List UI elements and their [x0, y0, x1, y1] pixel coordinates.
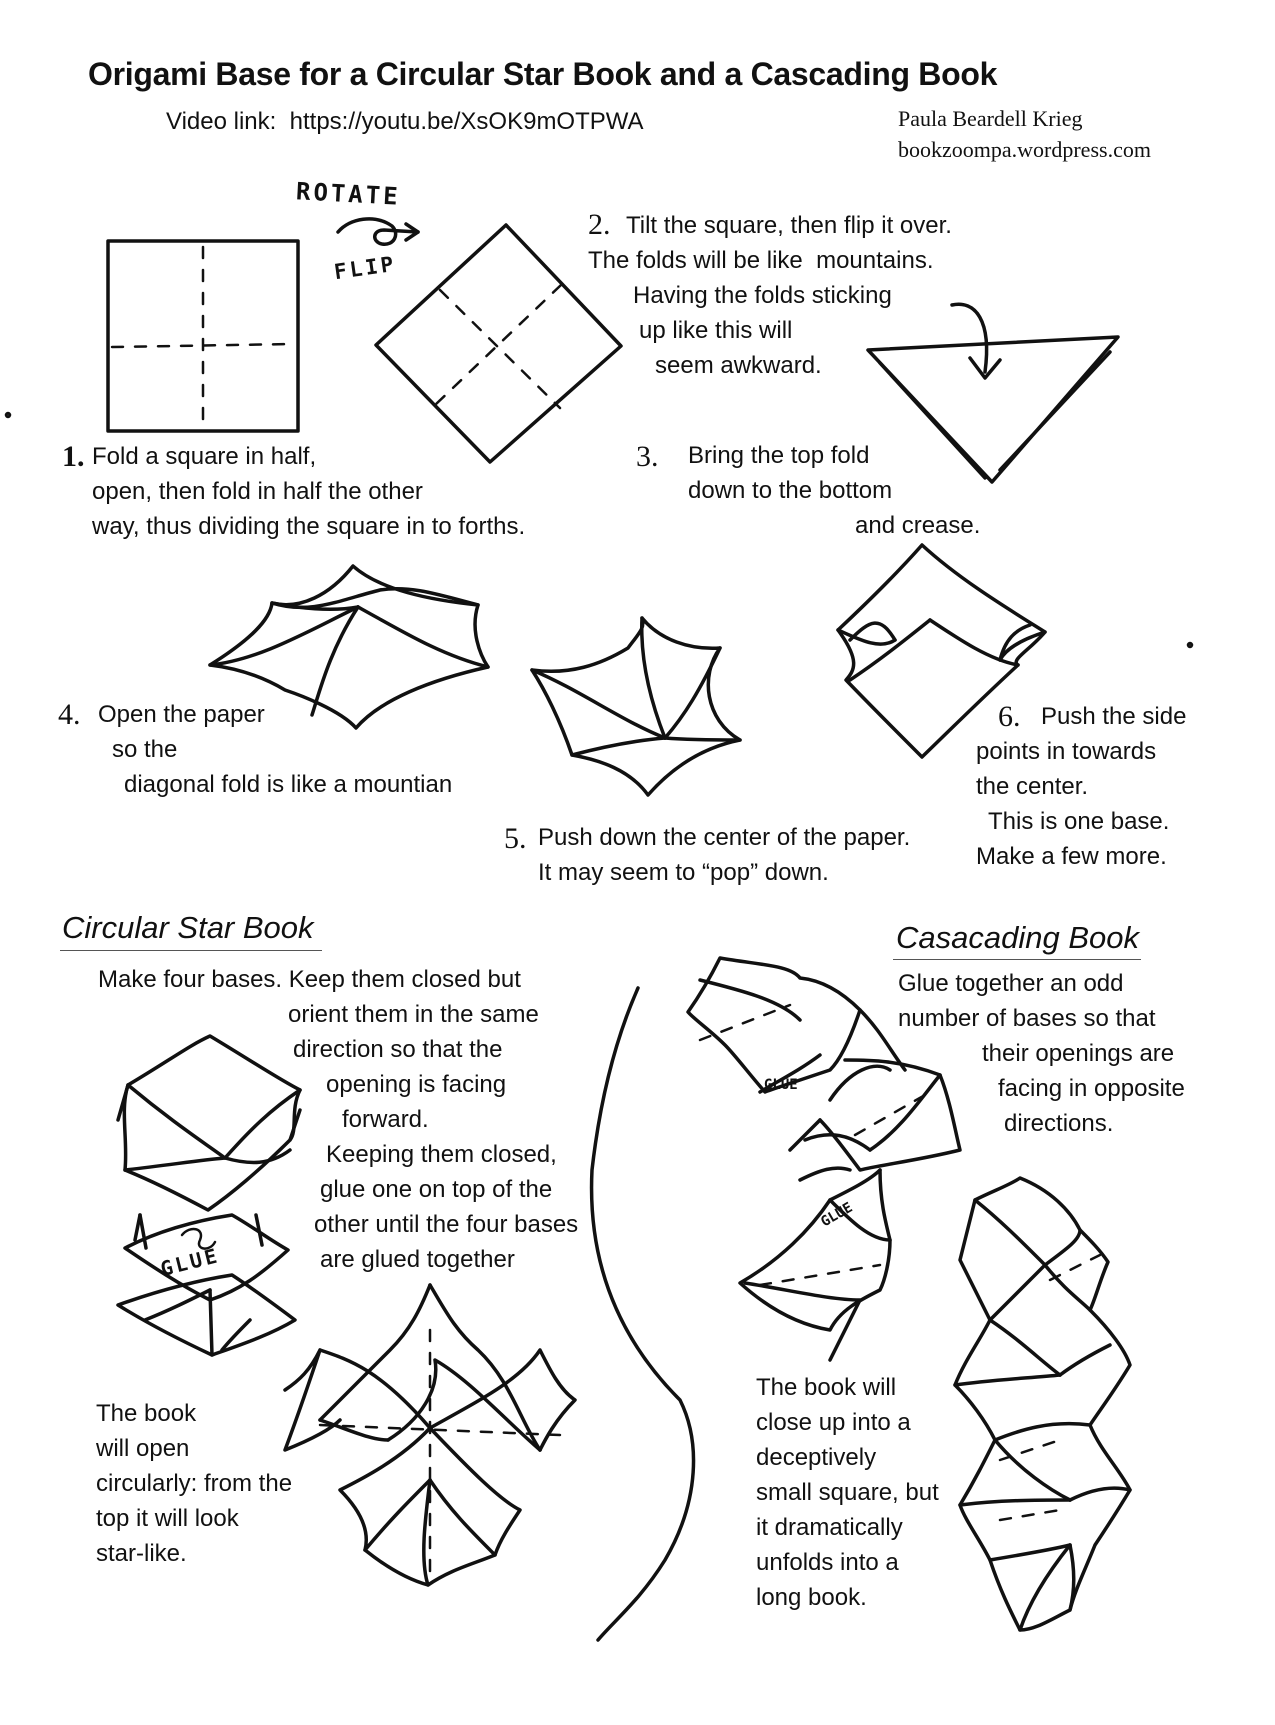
step3-line2: down to the bottom: [688, 477, 893, 504]
circular-intro-line4: opening is facing: [326, 1071, 507, 1098]
circular-outro-line1: The book: [96, 1400, 197, 1427]
cascading-chain-lower: [738, 1166, 892, 1362]
step5-line2: It may seem to “pop” down.: [538, 859, 829, 886]
step2-line3: Having the folds sticking: [633, 282, 892, 309]
step6-line4: This is one base.: [988, 808, 1170, 835]
step6-line1: Push the side: [1041, 703, 1187, 730]
step1-line1: Fold a square in half,: [92, 443, 317, 470]
step4-open-paper-diagram: [208, 564, 490, 730]
step1-line3: way, thus dividing the square in to fort…: [92, 513, 526, 540]
cascading-glue-label-1: GLUE: [764, 1077, 798, 1093]
step4-number: 4.: [58, 698, 81, 731]
circular-intro-line1: Make four bases. Keep them closed but: [98, 966, 521, 993]
rotate-flip-arrow-icon: [336, 217, 420, 246]
step3-line3: and crease.: [855, 512, 981, 539]
step3-number: 3.: [636, 440, 659, 473]
step1-number: 1.: [62, 440, 85, 473]
step2-line1: Tilt the square, then flip it over.: [626, 212, 952, 239]
step5-line1: Push down the center of the paper.: [538, 824, 911, 851]
cascading-intro-line2: number of bases so that: [898, 1005, 1156, 1032]
cascading-intro-line1: Glue together an odd: [898, 970, 1124, 997]
cascading-outro-line1: The book will: [756, 1374, 897, 1401]
video-link[interactable]: Video link: https://youtu.be/XsOK9mOTPWA: [166, 108, 644, 135]
circular-intro-line5: forward.: [342, 1106, 429, 1133]
circular-star-diagram: [283, 1283, 577, 1587]
cascading-outro-line3: deceptively: [756, 1444, 877, 1471]
circular-intro-line7: glue one on top of the: [320, 1176, 553, 1203]
cascading-outro-line7: long book.: [756, 1584, 867, 1611]
step2-line2: The folds will be like mountains.: [588, 247, 934, 274]
circular-intro-line9: are glued together: [320, 1246, 515, 1273]
step3-triangle-diagram: [866, 302, 1120, 484]
circular-outro-line2: will open: [96, 1435, 190, 1462]
step4-line2: so the: [112, 736, 178, 763]
circular-outro-line5: star-like.: [96, 1540, 187, 1567]
ink-dot: [1186, 641, 1194, 649]
cascading-outro-line2: close up into a: [756, 1409, 911, 1436]
cascading-intro-line4: facing in opposite: [998, 1075, 1185, 1102]
circular-intro-line3: direction so that the: [293, 1036, 503, 1063]
step6-line2: points in towards: [976, 738, 1157, 765]
cascading-chain-upper: [686, 956, 962, 1172]
cascading-intro-line5: directions.: [1004, 1110, 1114, 1137]
cascading-outro-line6: unfolds into a: [756, 1549, 899, 1576]
step3-line1: Bring the top fold: [688, 442, 870, 469]
step6-line5: Make a few more.: [976, 843, 1167, 870]
step2-number: 2.: [588, 208, 611, 241]
step1-square-diagram: [106, 239, 300, 433]
author-name: Paula Beardell Krieg: [898, 106, 1083, 131]
cascading-intro-line3: their openings are: [982, 1040, 1175, 1067]
step6-line3: the center.: [976, 773, 1089, 800]
cascading-heading-underline: [893, 959, 1141, 960]
step2-diamond-diagram: [374, 223, 623, 464]
step6-number: 6.: [998, 700, 1021, 733]
step2-line4: up like this will: [639, 317, 793, 344]
step1-line2: open, then fold in half the other: [92, 478, 423, 505]
cascading-tall-book: [953, 1176, 1132, 1632]
section-divider-curve: [589, 986, 696, 1642]
circular-heading-underline: [60, 950, 322, 951]
page-title: Origami Base for a Circular Star Book an…: [88, 56, 998, 92]
circular-stack-diagram: [116, 1034, 302, 1357]
circular-intro-line8: other until the four bases: [314, 1211, 579, 1238]
cascading-heading: Casacading Book: [896, 920, 1139, 955]
circular-intro-line6: Keeping them closed,: [326, 1141, 557, 1168]
step5-number: 5.: [504, 822, 527, 855]
circular-intro-line2: orient them in the same: [288, 1001, 539, 1028]
cascading-outro-line5: it dramatically: [756, 1514, 903, 1541]
website[interactable]: bookzoompa.wordpress.com: [898, 137, 1151, 162]
circular-outro-line4: top it will look: [96, 1505, 239, 1532]
step4-line3: diagonal fold is like a mountian: [124, 771, 453, 798]
step4-line1: Open the paper: [98, 701, 265, 728]
circular-outro-line3: circularly: from the: [96, 1470, 293, 1497]
step2-line5: seem awkward.: [655, 352, 822, 379]
step6-base-diagram: [836, 543, 1047, 759]
rotate-label: ROTATE: [295, 177, 402, 211]
ink-dot: [4, 411, 12, 419]
step5-pushdown-diagram: [530, 616, 742, 797]
cascading-outro-line4: small square, but: [756, 1479, 939, 1506]
circular-star-heading: Circular Star Book: [62, 910, 314, 945]
